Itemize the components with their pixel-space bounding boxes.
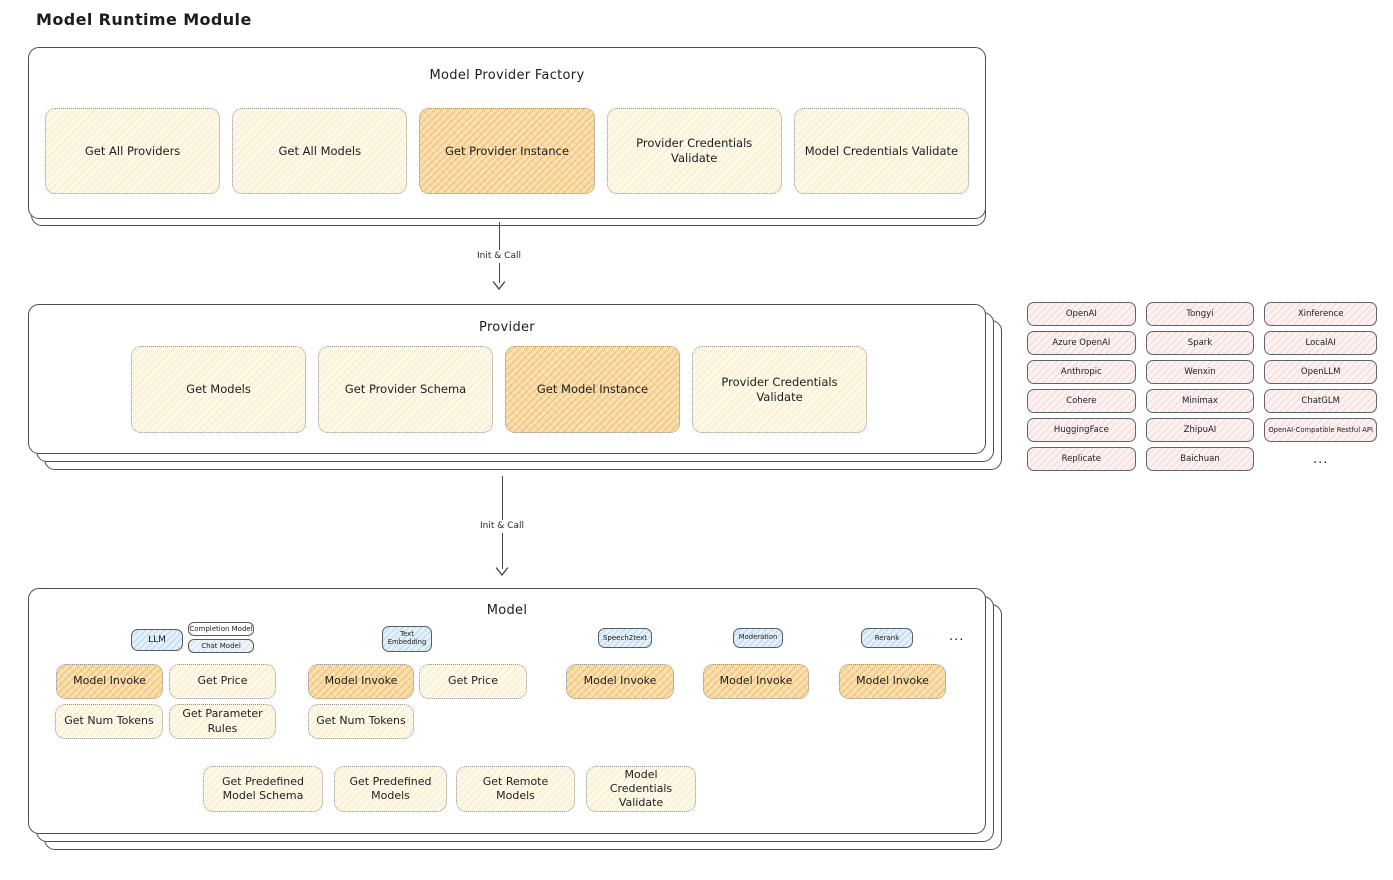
provider-chip-localai[interactable]: LocalAI xyxy=(1264,331,1377,355)
node-get-all-providers[interactable]: Get All Providers xyxy=(45,108,221,194)
init-call-label-2: Init & Call xyxy=(480,521,524,531)
tab-chat-model[interactable]: Chat Model xyxy=(188,639,254,653)
page-title: Model Runtime Module xyxy=(36,10,252,29)
node-get-provider-instance[interactable]: Get Provider Instance xyxy=(419,108,595,194)
factory-panel[interactable]: Model Provider Factory Get All Providers… xyxy=(28,47,986,219)
init-call-arrow-1: Init & Call xyxy=(459,222,539,290)
provider-chip-openllm[interactable]: OpenLLM xyxy=(1264,360,1377,384)
node-get-price-llm[interactable]: Get Price xyxy=(169,664,276,699)
provider-chip-zhipuai[interactable]: ZhipuAI xyxy=(1145,418,1255,442)
node-get-all-models[interactable]: Get All Models xyxy=(232,108,408,194)
provider-chip-replicate[interactable]: Replicate xyxy=(1027,447,1136,471)
provider-chip-cohere[interactable]: Cohere xyxy=(1027,389,1136,413)
model-title: Model xyxy=(486,603,528,618)
node-get-provider-schema[interactable]: Get Provider Schema xyxy=(318,346,493,433)
node-model-credentials-validate-bottom[interactable]: Model Credentials Validate xyxy=(586,766,696,812)
arrow-line xyxy=(501,533,503,569)
provider-chip-chatglm[interactable]: ChatGLM xyxy=(1264,389,1377,413)
tab-moderation[interactable]: Moderation xyxy=(733,628,783,648)
provider-chip-azure-openai[interactable]: Azure OpenAI xyxy=(1027,331,1136,355)
tabs-more-ellipsis: ... xyxy=(949,629,965,644)
arrow-line xyxy=(498,263,500,283)
node-get-model-instance[interactable]: Get Model Instance xyxy=(505,346,680,433)
tab-completion-model[interactable]: Completion Model xyxy=(188,622,254,636)
arrow-line xyxy=(501,476,503,520)
provider-buttons-row: Get Models Get Provider Schema Get Model… xyxy=(131,346,867,433)
provider-chip-wenxin[interactable]: Wenxin xyxy=(1145,360,1255,384)
provider-chip-openai[interactable]: OpenAI xyxy=(1027,302,1136,326)
node-model-invoke-llm[interactable]: Model Invoke xyxy=(56,664,163,699)
node-get-predefined-model-schema[interactable]: Get Predefined Model Schema xyxy=(203,766,323,812)
provider-chip-tongyi[interactable]: Tongyi xyxy=(1145,302,1255,326)
node-get-parameter-rules-llm[interactable]: Get Parameter Rules xyxy=(169,704,276,739)
provider-chip-minimax[interactable]: Minimax xyxy=(1145,389,1255,413)
provider-chip-openai-compatible-restful-api[interactable]: OpenAI-Compatible Restful API xyxy=(1264,418,1377,442)
provider-panel[interactable]: Provider Get Models Get Provider Schema … xyxy=(28,304,986,454)
tab-text-embedding[interactable]: Text Embedding xyxy=(382,626,432,652)
node-model-invoke-text-embedding[interactable]: Model Invoke xyxy=(308,664,414,699)
node-model-invoke-moderation[interactable]: Model Invoke xyxy=(703,664,809,699)
arrow-line xyxy=(498,222,500,250)
tab-llm[interactable]: LLM xyxy=(131,629,183,651)
init-call-label-1: Init & Call xyxy=(477,251,521,261)
provider-chip-anthropic[interactable]: Anthropic xyxy=(1027,360,1136,384)
tab-rerank[interactable]: Rerank xyxy=(861,628,913,648)
node-get-num-tokens-text-embedding[interactable]: Get Num Tokens xyxy=(308,704,414,739)
model-panel[interactable]: Model LLM Completion Model Chat Model Te… xyxy=(28,588,986,834)
provider-chip-baichuan[interactable]: Baichuan xyxy=(1145,447,1255,471)
provider-chip-huggingface[interactable]: HuggingFace xyxy=(1027,418,1136,442)
provider-chip-xinference[interactable]: Xinference xyxy=(1264,302,1377,326)
node-get-num-tokens-llm[interactable]: Get Num Tokens xyxy=(55,704,163,739)
node-get-models[interactable]: Get Models xyxy=(131,346,306,433)
providers-more-ellipsis: ... xyxy=(1312,451,1329,467)
init-call-arrow-2: Init & Call xyxy=(462,476,542,576)
provider-title: Provider xyxy=(479,320,535,335)
node-model-invoke-rerank[interactable]: Model Invoke xyxy=(839,664,946,699)
factory-title: Model Provider Factory xyxy=(429,68,585,83)
tab-speech2text[interactable]: Speech2text xyxy=(598,628,652,648)
factory-buttons-row: Get All Providers Get All Models Get Pro… xyxy=(45,108,970,194)
providers-grid: OpenAI Tongyi Xinference Azure OpenAI Sp… xyxy=(1027,302,1377,471)
node-model-invoke-speech2text[interactable]: Model Invoke xyxy=(566,664,674,699)
node-model-credentials-validate[interactable]: Model Credentials Validate xyxy=(793,108,970,194)
node-get-price-text-embedding[interactable]: Get Price xyxy=(419,664,527,699)
node-get-predefined-models[interactable]: Get Predefined Models xyxy=(334,766,447,812)
provider-chip-spark[interactable]: Spark xyxy=(1145,331,1255,355)
node-provider-credentials-validate-2[interactable]: Provider Credentials Validate xyxy=(692,346,867,433)
arrow-head-icon xyxy=(495,567,509,576)
node-get-remote-models[interactable]: Get Remote Models xyxy=(456,766,575,812)
node-provider-credentials-validate[interactable]: Provider Credentials Validate xyxy=(606,108,782,194)
arrow-head-icon xyxy=(492,281,506,290)
